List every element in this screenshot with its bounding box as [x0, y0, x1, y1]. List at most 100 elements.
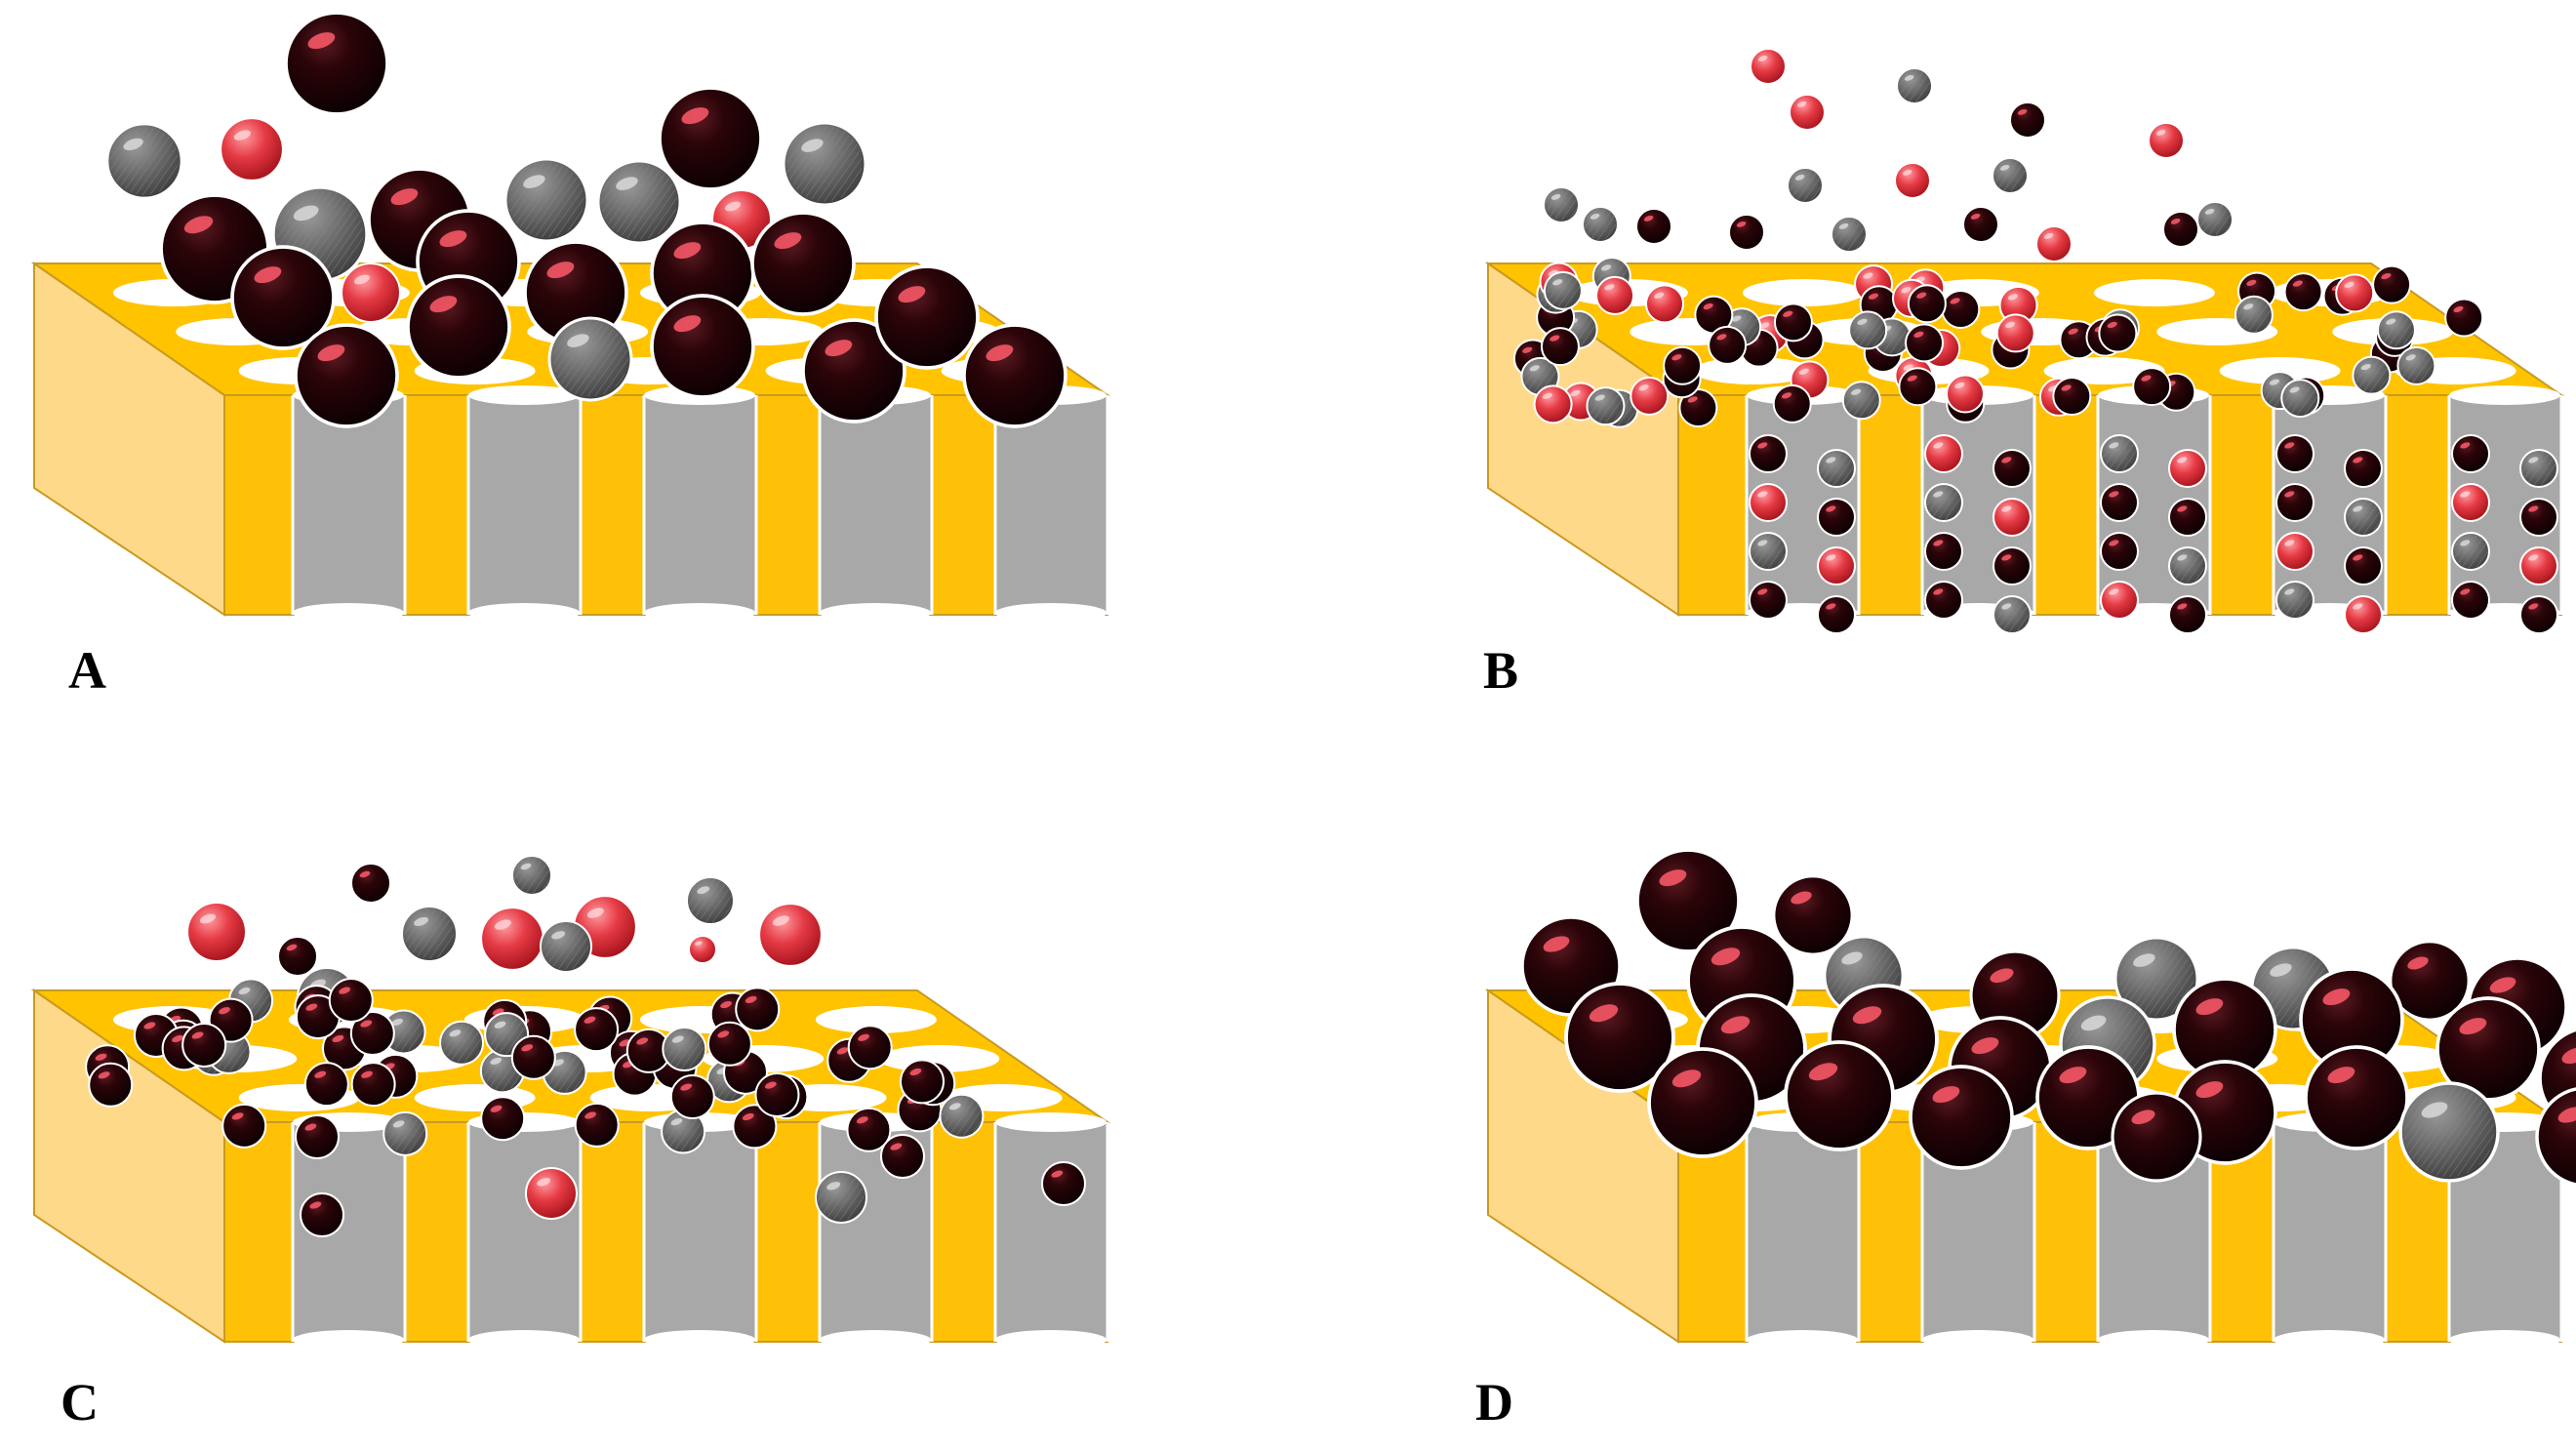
red-sphere-icon	[1995, 313, 2035, 353]
pore-bottom-opening	[644, 603, 755, 623]
dark-sphere-icon	[625, 1028, 671, 1073]
gray-sphere-icon	[2519, 449, 2558, 488]
gray-sphere-icon	[1817, 449, 1856, 488]
dark-sphere-icon	[480, 1096, 526, 1142]
gray-sphere-icon	[2376, 310, 2416, 350]
gray-sphere-icon	[2234, 295, 2274, 335]
dark-sphere-icon	[230, 245, 336, 350]
dark-sphere-icon	[295, 1114, 340, 1159]
gray-sphere-icon	[547, 316, 633, 402]
dark-sphere-icon	[846, 1107, 892, 1152]
gray-sphere-icon	[1848, 310, 1888, 350]
dark-sphere-icon	[574, 1102, 620, 1148]
gray-sphere-icon	[382, 1110, 428, 1156]
dark-sphere-icon	[1941, 289, 1981, 329]
red-sphere-icon	[479, 906, 545, 972]
pore-bottom-opening	[468, 1330, 580, 1350]
dark-sphere-icon	[1564, 982, 1675, 1093]
panel-d: D	[1475, 848, 2576, 1432]
red-sphere-icon	[1645, 284, 1685, 324]
gray-sphere-icon	[2275, 581, 2314, 620]
red-sphere-icon	[1894, 162, 1931, 199]
pore-bottom-opening	[2274, 1330, 2385, 1350]
dark-sphere-icon	[658, 86, 763, 191]
dark-sphere-icon	[2275, 434, 2314, 473]
dark-sphere-icon	[2519, 595, 2558, 634]
pore-opening	[2093, 279, 2215, 306]
dark-sphere-icon	[284, 11, 389, 116]
dark-sphere-icon	[1817, 498, 1856, 537]
gray-sphere-icon	[1841, 381, 1881, 421]
dark-sphere-icon	[1992, 546, 2032, 585]
pore-bottom-opening	[995, 1330, 1107, 1350]
particle-layer	[1512, 48, 2558, 634]
panel-label-a: A	[68, 641, 106, 700]
dark-sphere-icon	[1924, 532, 1963, 571]
dark-sphere-icon	[847, 1025, 893, 1070]
dark-sphere-icon	[1772, 874, 1854, 956]
dark-sphere-icon	[2451, 581, 2490, 620]
dark-sphere-icon	[732, 1104, 778, 1150]
dark-sphere-icon	[669, 1074, 715, 1120]
red-sphere-icon	[757, 902, 824, 968]
panel-label-b: B	[1483, 641, 1518, 700]
red-sphere-icon	[2335, 273, 2375, 313]
pore-bottom-opening	[1747, 1330, 1858, 1350]
dark-sphere-icon	[880, 1134, 925, 1179]
red-sphere-icon	[219, 116, 285, 182]
gray-sphere-icon	[2451, 532, 2490, 571]
particle-layer	[1520, 848, 2576, 1187]
particle-layer	[105, 11, 1067, 428]
gray-sphere-icon	[1831, 216, 1868, 253]
dark-sphere-icon	[2275, 483, 2314, 522]
dark-sphere-icon	[962, 323, 1067, 428]
red-sphere-icon	[2275, 532, 2314, 571]
dark-sphere-icon	[1924, 581, 1963, 620]
dark-sphere-icon	[1708, 325, 1748, 365]
dark-sphere-icon	[1635, 208, 1672, 245]
dark-sphere-icon	[2283, 272, 2323, 312]
dark-sphere-icon	[303, 1062, 349, 1108]
dark-sphere-icon	[2052, 377, 2092, 417]
pore-opening	[815, 1006, 937, 1033]
dark-sphere-icon	[706, 1021, 752, 1067]
pore-top-opening	[2449, 385, 2560, 405]
dark-sphere-icon	[295, 994, 341, 1040]
dark-sphere-icon	[1898, 367, 1938, 407]
dark-sphere-icon	[350, 1062, 396, 1108]
pore-bottom-opening	[820, 1330, 931, 1350]
gray-sphere-icon	[401, 906, 458, 962]
dark-sphere-icon	[1817, 595, 1856, 634]
red-sphere-icon	[688, 935, 717, 964]
red-sphere-icon	[1946, 374, 1986, 414]
dark-sphere-icon	[1647, 1047, 1758, 1158]
dark-sphere-icon	[350, 863, 391, 904]
dark-sphere-icon	[1728, 214, 1765, 251]
pore-channel	[2274, 1122, 2386, 1342]
pore-bottom-opening	[293, 1330, 404, 1350]
gray-sphere-icon	[1749, 532, 1788, 571]
dark-sphere-icon	[2304, 1045, 2409, 1150]
gray-sphere-icon	[782, 121, 867, 207]
dark-sphere-icon	[1992, 449, 2032, 488]
red-sphere-icon	[2344, 595, 2383, 634]
dark-sphere-icon	[2009, 101, 2046, 139]
red-sphere-icon	[1630, 376, 1670, 416]
dark-sphere-icon	[801, 318, 906, 424]
dark-sphere-icon	[2299, 967, 2404, 1072]
gray-sphere-icon	[105, 122, 183, 200]
dark-sphere-icon	[1041, 1161, 1086, 1206]
dark-sphere-icon	[2435, 996, 2541, 1102]
gray-sphere-icon	[2344, 498, 2383, 537]
pore-bottom-opening	[1922, 1330, 2033, 1350]
dark-sphere-icon	[1663, 345, 1703, 385]
gray-sphere-icon	[662, 1027, 707, 1072]
dark-sphere-icon	[900, 1059, 946, 1105]
panel-b: B	[1483, 48, 2565, 700]
dark-sphere-icon	[2344, 546, 2383, 585]
panel-a: A	[30, 11, 1111, 700]
gray-sphere-icon	[1992, 157, 2029, 194]
dark-sphere-icon	[2344, 449, 2383, 488]
pore-bottom-opening	[644, 1330, 755, 1350]
